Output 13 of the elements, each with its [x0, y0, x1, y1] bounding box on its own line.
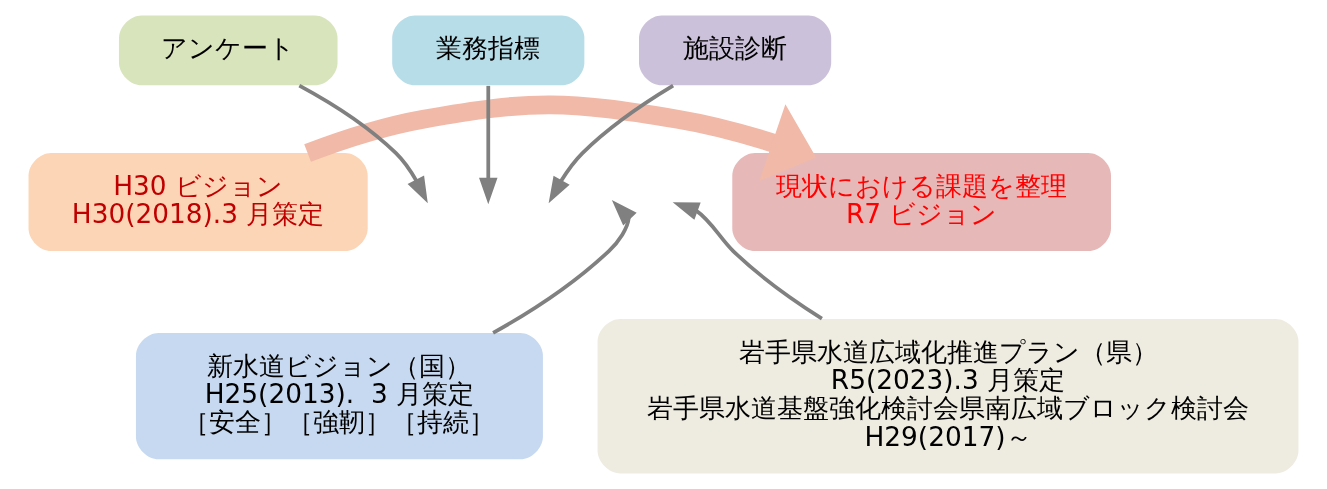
arrow [492, 199, 637, 335]
node-box: 施設診断 [639, 15, 832, 86]
node-box: 新水道ビジョン（国） H25(2013). 3 月策定 ［安全］［強靭］［持続］ [135, 333, 543, 460]
arrow [479, 85, 498, 205]
node-box: アンケート [119, 15, 338, 86]
arrow [304, 95, 817, 182]
node-box: 業務指標 [392, 15, 585, 86]
arrow [298, 83, 428, 204]
node-box: 岩手県水道広域化推進プラン（県） R5(2023).3 月策定 岩手県水道基盤強化検討会県南広域ブロック検討会 H29(2017)～ [597, 318, 1299, 474]
arrow [548, 84, 675, 204]
node-box: H30 ビジョン H30(2018).3 月策定 [28, 153, 368, 252]
arrow [672, 202, 823, 321]
node-box: 現状における課題を整理 R7 ビジョン [732, 153, 1111, 252]
